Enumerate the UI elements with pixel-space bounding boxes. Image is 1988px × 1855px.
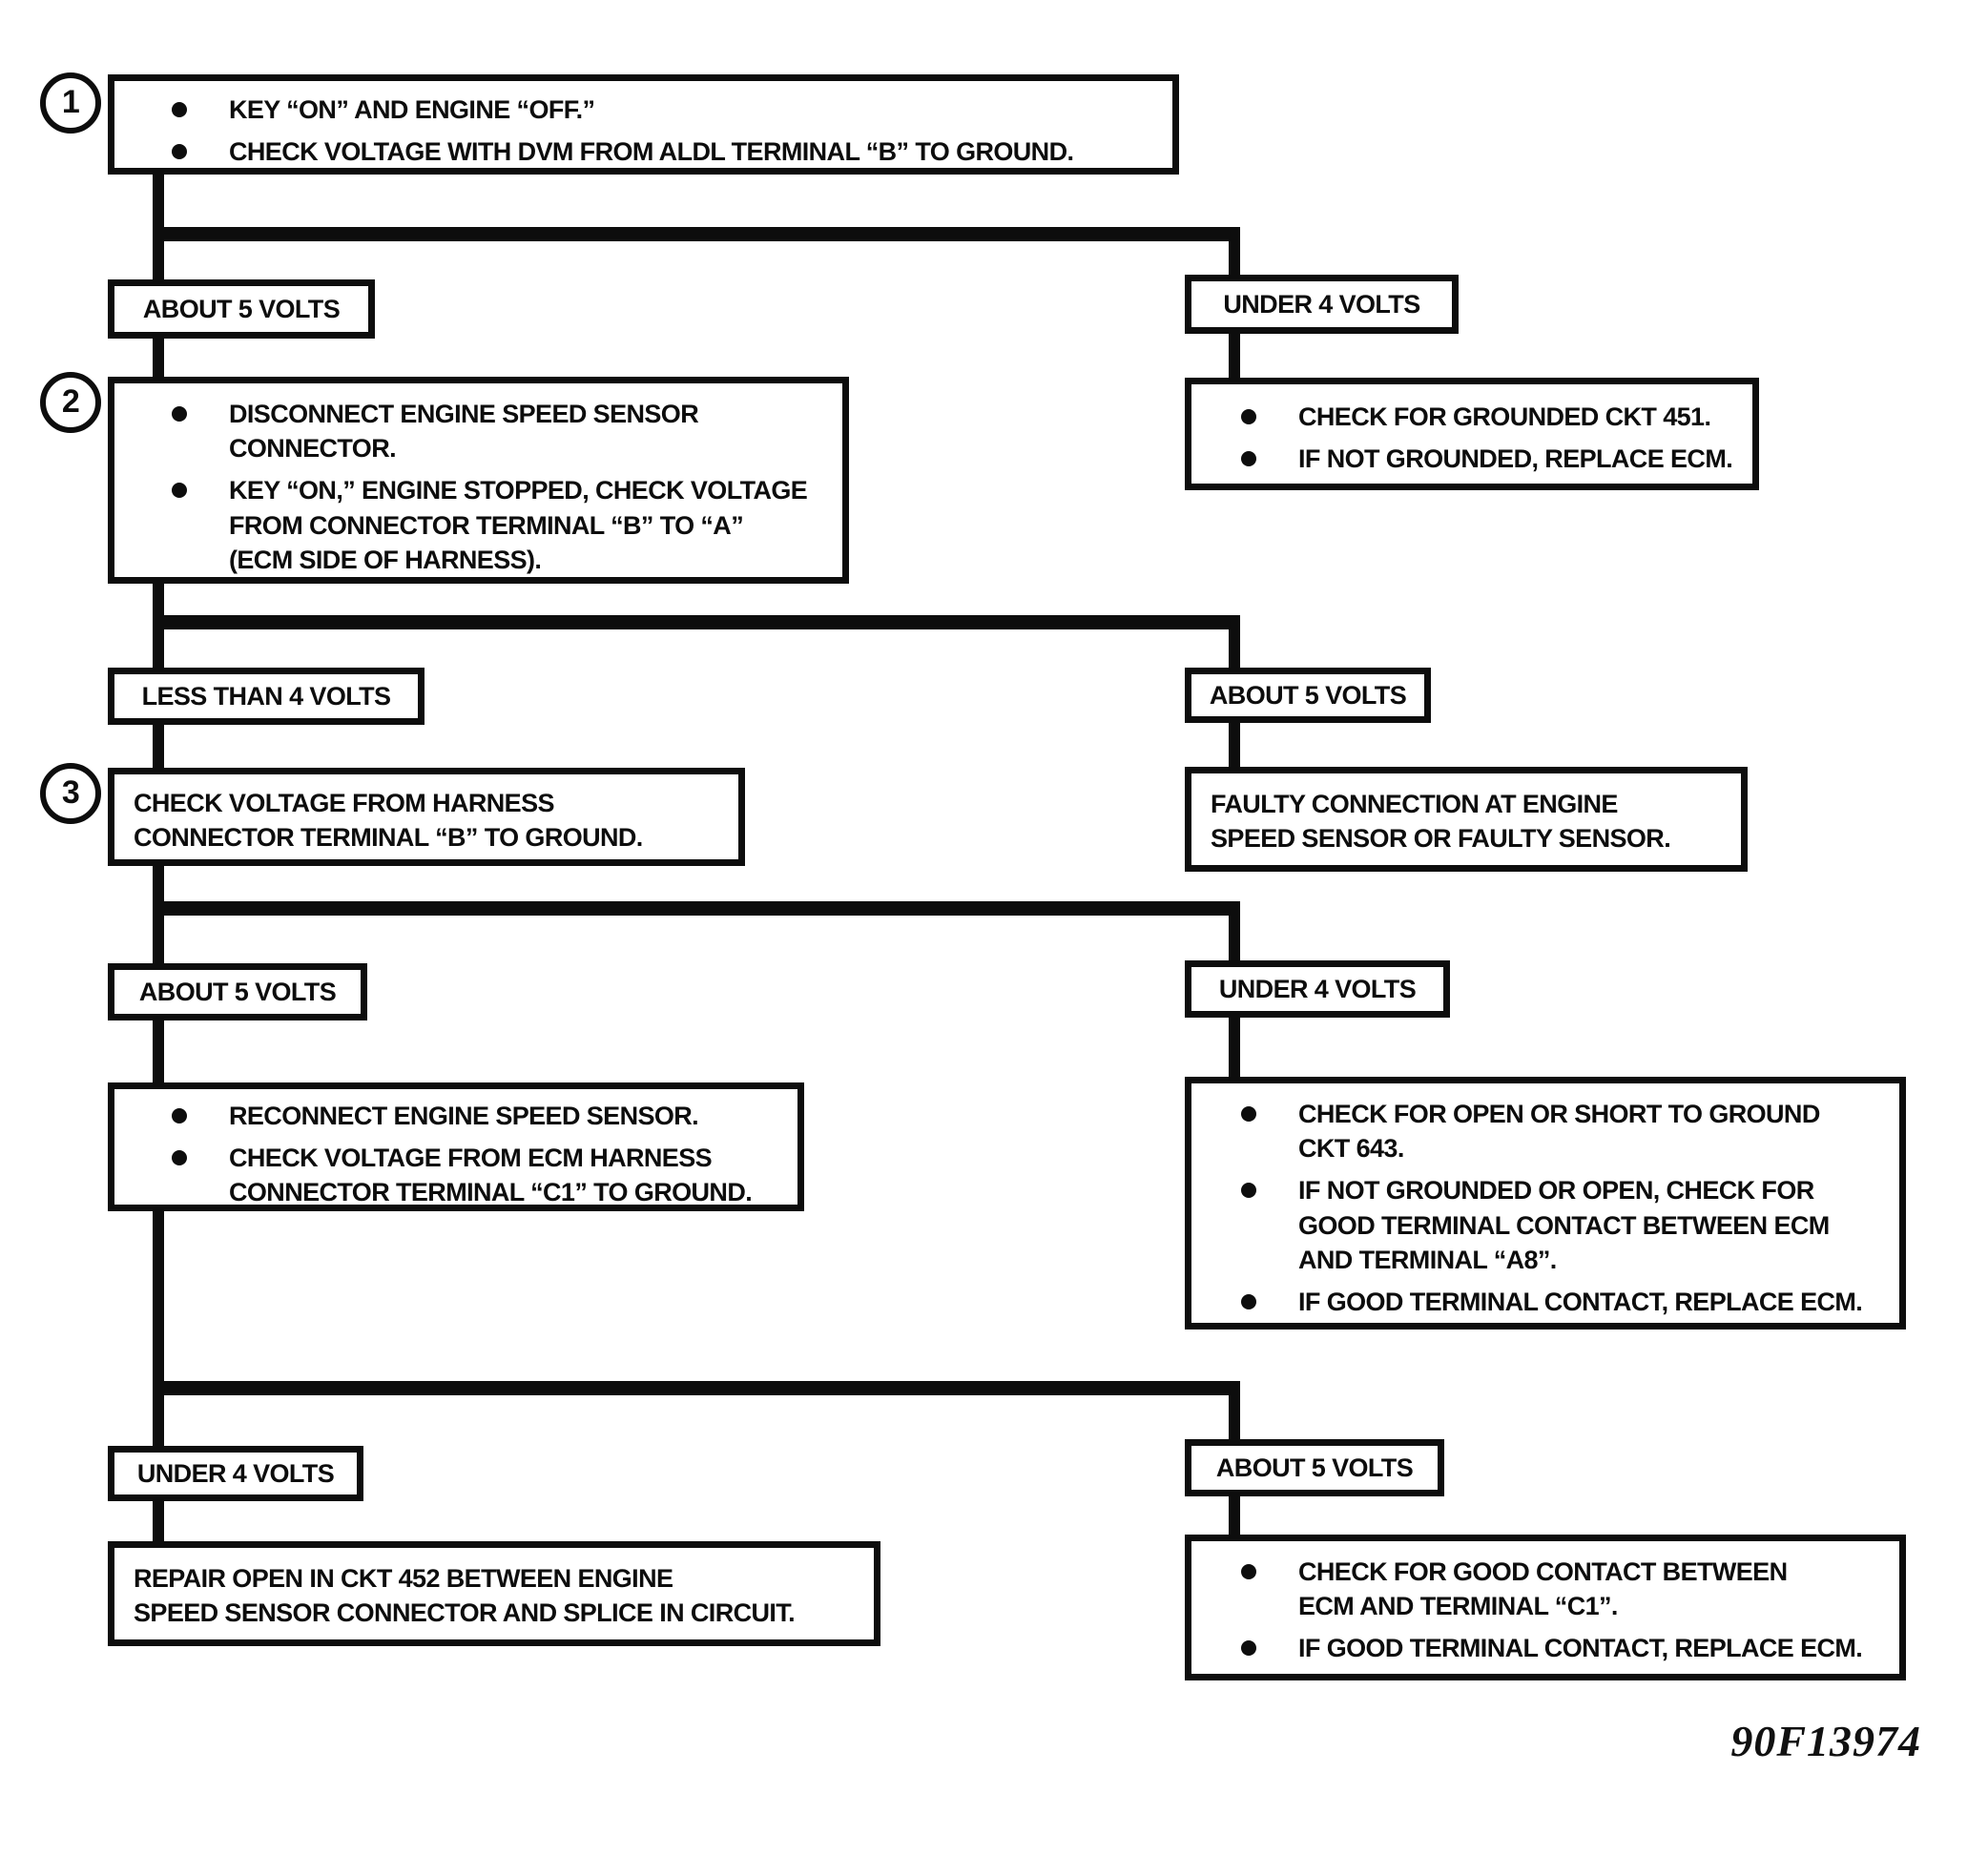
bullet-icon	[172, 1108, 187, 1123]
connector-b3-right-drop	[1229, 1014, 1240, 1081]
connector-b2-right-stem	[1229, 618, 1240, 671]
bullet-icon	[1241, 1183, 1256, 1199]
connector-b4-left-drop	[153, 1497, 164, 1545]
bullet-icon	[172, 1150, 187, 1166]
branch1-right-label: UNDER 4 VOLTS	[1185, 275, 1459, 334]
flow-box-reconnect: RECONNECT ENGINE SPEED SENSOR. CHECK VOL…	[108, 1082, 804, 1211]
step1-bullet-1: KEY “ON” AND ENGINE “OFF.”	[172, 93, 1157, 127]
c1-contact-bullet-1: CHECK FOR GOOD CONTACT BETWEEN ECM AND T…	[1241, 1555, 1886, 1623]
bullet-icon	[172, 406, 187, 422]
reconnect-bullet-2: CHECK VOLTAGE FROM ECM HARNESS CONNECTOR…	[172, 1141, 784, 1209]
flow-box-faulty-connection: FAULTY CONNECTION AT ENGINE SPEED SENSOR…	[1185, 767, 1748, 872]
connector-b4-right-drop	[1229, 1493, 1240, 1538]
flow-box-ckt643: CHECK FOR OPEN OR SHORT TO GROUND CKT 64…	[1185, 1077, 1906, 1329]
flow-box-step1: KEY “ON” AND ENGINE “OFF.” CHECK VOLTAGE…	[108, 74, 1179, 175]
reconnect-bullet-1: RECONNECT ENGINE SPEED SENSOR.	[172, 1099, 784, 1133]
connector-b1-left-drop	[153, 336, 164, 381]
branch2-left-label-text: LESS THAN 4 VOLTS	[141, 681, 391, 711]
step1-bullet-2-text: CHECK VOLTAGE WITH DVM FROM ALDL TERMINA…	[229, 137, 1074, 167]
step1-bullet-1-text: KEY “ON” AND ENGINE “OFF.”	[229, 95, 595, 124]
branch2-right-label-text: ABOUT 5 VOLTS	[1209, 680, 1407, 710]
branch1-right-label-text: UNDER 4 VOLTS	[1223, 289, 1420, 319]
connector-b2-right-drop	[1229, 719, 1240, 771]
branch4-left-label: UNDER 4 VOLTS	[108, 1446, 363, 1501]
branch4-right-label-text: ABOUT 5 VOLTS	[1215, 1453, 1414, 1482]
connector-b3-right-stem	[1229, 904, 1240, 963]
bullet-icon	[1241, 1640, 1256, 1657]
branch3-right-label: UNDER 4 VOLTS	[1185, 960, 1450, 1018]
bullet-icon	[172, 102, 187, 117]
bullet-icon	[1241, 1106, 1256, 1122]
step2-bullet-1-text: DISCONNECT ENGINE SPEED SENSOR CONNECTOR…	[229, 400, 699, 464]
ckt643-bullet-2-text: IF NOT GROUNDED OR OPEN, CHECK FOR GOOD …	[1298, 1176, 1830, 1274]
bullet-icon	[1241, 1564, 1256, 1579]
flow-box-c1-contact: CHECK FOR GOOD CONTACT BETWEEN ECM AND T…	[1185, 1535, 1906, 1680]
ckt643-bullet-3-text: IF GOOD TERMINAL CONTACT, REPLACE ECM.	[1298, 1287, 1863, 1316]
connector-b2-left-drop	[153, 721, 164, 771]
connector-b4-left-stem	[153, 1207, 164, 1448]
step-marker-3-number: 3	[61, 774, 80, 812]
step-marker-2-number: 2	[61, 383, 80, 421]
connector-b4-right-stem	[1229, 1383, 1240, 1442]
step3-text: CHECK VOLTAGE FROM HARNESS CONNECTOR TER…	[134, 789, 643, 853]
ckt643-bullet-1: CHECK FOR OPEN OR SHORT TO GROUND CKT 64…	[1241, 1097, 1886, 1165]
step2-bullet-2-text: KEY “ON,” ENGINE STOPPED, CHECK VOLTAGE …	[229, 476, 808, 574]
branch2-right-label: ABOUT 5 VOLTS	[1185, 668, 1431, 723]
ckt451-bullet-1: CHECK FOR GROUNDED CKT 451.	[1241, 400, 1739, 434]
flow-box-repair-ckt452: REPAIR OPEN IN CKT 452 BETWEEN ENGINE SP…	[108, 1541, 880, 1646]
step1-bullet-2: CHECK VOLTAGE WITH DVM FROM ALDL TERMINA…	[172, 134, 1157, 169]
branch1-left-label-text: ABOUT 5 VOLTS	[142, 294, 341, 323]
connector-b4-bar	[153, 1381, 1240, 1395]
ckt451-bullet-1-text: CHECK FOR GROUNDED CKT 451.	[1298, 402, 1711, 431]
connector-b3-bar	[153, 901, 1240, 916]
figure-number: 90F13974	[1730, 1717, 1921, 1765]
branch1-left-label: ABOUT 5 VOLTS	[108, 279, 375, 339]
branch3-right-label-text: UNDER 4 VOLTS	[1218, 974, 1417, 1003]
branch2-left-label: LESS THAN 4 VOLTS	[108, 668, 425, 725]
branch4-left-label-text: UNDER 4 VOLTS	[136, 1458, 335, 1488]
reconnect-bullet-1-text: RECONNECT ENGINE SPEED SENSOR.	[229, 1102, 699, 1130]
step-marker-1-number: 1	[61, 84, 80, 121]
step-marker-3: 3	[40, 763, 101, 824]
bullet-icon	[172, 144, 187, 160]
connector-b1-right-drop	[1229, 331, 1240, 381]
repair-ckt452-text: REPAIR OPEN IN CKT 452 BETWEEN ENGINE SP…	[134, 1564, 796, 1628]
ckt451-bullet-2-text: IF NOT GROUNDED, REPLACE ECM.	[1298, 444, 1733, 474]
flow-box-step3: CHECK VOLTAGE FROM HARNESS CONNECTOR TER…	[108, 768, 745, 866]
reconnect-bullet-2-text: CHECK VOLTAGE FROM ECM HARNESS CONNECTOR…	[229, 1144, 753, 1207]
c1-contact-bullet-1-text: CHECK FOR GOOD CONTACT BETWEEN ECM AND T…	[1298, 1557, 1788, 1621]
ckt643-bullet-1-text: CHECK FOR OPEN OR SHORT TO GROUND CKT 64…	[1298, 1100, 1820, 1164]
flow-box-grounded-ckt451: CHECK FOR GROUNDED CKT 451. IF NOT GROUN…	[1185, 378, 1759, 490]
step-marker-1: 1	[40, 72, 101, 134]
bullet-icon	[172, 483, 187, 499]
bullet-icon	[1241, 451, 1256, 467]
branch4-right-label: ABOUT 5 VOLTS	[1185, 1439, 1444, 1496]
bullet-icon	[1241, 1293, 1256, 1309]
step2-bullet-2: KEY “ON,” ENGINE STOPPED, CHECK VOLTAGE …	[172, 473, 827, 577]
faulty-connection-text: FAULTY CONNECTION AT ENGINE SPEED SENSOR…	[1211, 790, 1671, 854]
branch3-left-label-text: ABOUT 5 VOLTS	[138, 977, 337, 1006]
branch3-left-label: ABOUT 5 VOLTS	[108, 963, 367, 1020]
step-marker-2: 2	[40, 372, 101, 433]
ckt643-bullet-2: IF NOT GROUNDED OR OPEN, CHECK FOR GOOD …	[1241, 1173, 1886, 1277]
ckt451-bullet-2: IF NOT GROUNDED, REPLACE ECM.	[1241, 442, 1739, 476]
flow-box-step2: DISCONNECT ENGINE SPEED SENSOR CONNECTOR…	[108, 377, 849, 584]
connector-b1-right-stem	[1229, 229, 1240, 281]
connector-b2-bar	[153, 615, 1240, 629]
c1-contact-bullet-2-text: IF GOOD TERMINAL CONTACT, REPLACE ECM.	[1298, 1634, 1863, 1663]
connector-b3-left-drop	[153, 1017, 164, 1085]
c1-contact-bullet-2: IF GOOD TERMINAL CONTACT, REPLACE ECM.	[1241, 1631, 1886, 1665]
bullet-icon	[1241, 409, 1256, 424]
ckt643-bullet-3: IF GOOD TERMINAL CONTACT, REPLACE ECM.	[1241, 1285, 1886, 1319]
step2-bullet-1: DISCONNECT ENGINE SPEED SENSOR CONNECTOR…	[172, 397, 827, 465]
connector-b1-bar	[153, 227, 1240, 241]
